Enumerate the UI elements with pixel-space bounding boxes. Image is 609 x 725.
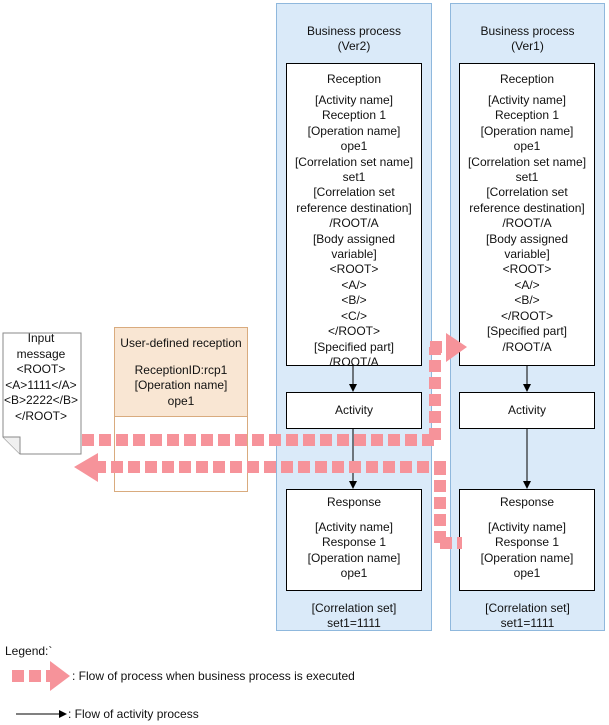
reception-title-ver2: Reception — [326, 72, 382, 86]
user-defined-reception-line: ReceptionID:rcp1 — [134, 363, 228, 377]
reception-line: ope1 — [513, 139, 541, 154]
reception-line: /ROOT/A — [329, 354, 379, 369]
reception-line: [Correlation set — [313, 185, 395, 200]
lane-ver2-footer: [Correlation set] set1=1111 — [277, 601, 431, 631]
reception-line: [Correlation set — [486, 185, 568, 200]
input-message-line: message — [16, 346, 66, 361]
reception-line: [Operation name] — [307, 123, 401, 138]
reception-line: [Body assigned — [485, 231, 569, 246]
user-defined-reception-lines: ReceptionID:rcp1[Operation name]ope1 — [115, 363, 247, 409]
process-flow-arrowhead-right — [446, 333, 467, 362]
reception-line: reference destination] — [296, 200, 412, 215]
reception-line: <A/> — [341, 277, 367, 292]
response-line: ope1 — [340, 566, 368, 581]
legend-activity-flow-label: : Flow of activity process — [68, 707, 199, 721]
response-line: [Operation name] — [307, 550, 401, 565]
reception-line: reference destination] — [469, 200, 585, 215]
reception-line: <B/> — [341, 293, 367, 308]
reception-lines-ver2: [Activity name]Reception 1[Operation nam… — [287, 93, 421, 370]
input-message-line: <B>2222</B> — [3, 393, 79, 407]
response-box-ver1: Response [Activity name]Response 1[Opera… — [459, 489, 595, 591]
lane-ver2-title: Business process (Ver2) — [277, 24, 431, 54]
reception-line: </ROOT> — [500, 308, 553, 323]
reception-line: Reception 1 — [494, 108, 560, 123]
response-lines-ver2: [Activity name]Response 1[Operation name… — [287, 520, 421, 582]
reception-box-ver2: Reception [Activity name]Reception 1[Ope… — [286, 63, 422, 369]
reception-lines-ver1: [Activity name]Reception 1[Operation nam… — [460, 93, 594, 355]
activity-label-ver2: Activity — [334, 403, 373, 417]
reception-line: variable] — [504, 247, 550, 262]
lane-ver1-footer-line-1: [Correlation set] — [485, 601, 570, 615]
legend-process-flow-label: : Flow of process when business process … — [72, 669, 355, 683]
lane-ver2-title-line-1: Business process — [306, 24, 402, 38]
reception-line: <C/> — [340, 308, 367, 323]
reception-line: set1 — [515, 170, 539, 185]
process-flow-arrowhead-left — [74, 453, 98, 482]
user-defined-reception-header: User-defined reception ReceptionID:rcp1[… — [115, 328, 247, 417]
lane-ver1-footer: [Correlation set] set1=1111 — [451, 601, 604, 631]
user-defined-reception-line: ope1 — [167, 393, 195, 408]
reception-line: variable] — [331, 247, 377, 262]
response-title-ver1: Response — [499, 495, 555, 509]
response-line: ope1 — [513, 566, 541, 581]
input-message-line: <A>1111</A> — [5, 377, 77, 392]
reception-line: [Specified part] — [313, 339, 395, 354]
user-defined-reception-title: User-defined reception — [120, 336, 242, 350]
lane-ver2-footer-line-2: set1=1111 — [327, 616, 381, 630]
lane-ver1-title-line-2: (Ver1) — [511, 39, 544, 53]
activity-box-ver2: Activity — [286, 392, 422, 429]
response-line: Response 1 — [321, 535, 387, 550]
reception-line: Reception 1 — [321, 108, 387, 123]
reception-title-ver1: Reception — [499, 72, 555, 86]
lane-ver1-footer-line-2: set1=1111 — [500, 616, 555, 630]
input-message-line: </ROOT> — [14, 408, 67, 423]
process-flow-path — [82, 341, 462, 549]
response-title-ver2: Response — [326, 495, 382, 509]
lane-ver2-footer-line-1: [Correlation set] — [311, 601, 397, 615]
input-message-line: Input — [27, 331, 55, 345]
user-defined-reception-line: [Operation name] — [134, 378, 228, 393]
reception-line: /ROOT/A — [329, 216, 379, 231]
reception-line: [Correlation set name] — [294, 154, 414, 169]
response-box-ver2: Response [Activity name]Response 1[Opera… — [286, 489, 422, 591]
input-message-line: <ROOT> — [16, 362, 66, 376]
reception-line: <ROOT> — [329, 262, 379, 277]
reception-line: </ROOT> — [327, 324, 380, 339]
reception-line: /ROOT/A — [502, 216, 552, 231]
activity-box-ver1: Activity — [459, 392, 595, 429]
reception-line: /ROOT/A — [502, 339, 552, 354]
response-line: [Activity name] — [487, 520, 567, 534]
response-lines-ver1: [Activity name]Response 1[Operation name… — [460, 520, 594, 582]
reception-line: [Specified part] — [486, 324, 568, 339]
legend-title: Legend:` — [5, 644, 53, 658]
lane-ver1-title: Business process (Ver1) — [451, 24, 604, 54]
reception-line: <ROOT> — [502, 262, 552, 277]
response-line: [Operation name] — [480, 550, 574, 565]
lane-ver1-title-line-1: Business process — [480, 24, 575, 38]
reception-line: [Body assigned — [312, 231, 396, 246]
reception-line: <B/> — [514, 293, 540, 308]
response-line: Response 1 — [494, 535, 560, 550]
reception-line: <A/> — [514, 277, 540, 292]
reception-line: [Operation name] — [480, 123, 574, 138]
reception-line: set1 — [342, 170, 366, 185]
activity-label-ver1: Activity — [507, 403, 546, 417]
reception-line: [Activity name] — [487, 93, 567, 107]
reception-line: [Activity name] — [314, 93, 394, 107]
reception-box-ver1: Reception [Activity name]Reception 1[Ope… — [459, 63, 595, 366]
reception-line: [Correlation set name] — [467, 154, 587, 169]
legend-process-flow-icon — [12, 661, 70, 691]
input-message-document-icon — [2, 332, 82, 455]
response-line: [Activity name] — [314, 520, 394, 534]
reception-line: ope1 — [340, 139, 368, 154]
user-defined-reception-box: User-defined reception ReceptionID:rcp1[… — [114, 327, 248, 492]
lane-ver2-title-line-2: (Ver2) — [337, 39, 371, 53]
